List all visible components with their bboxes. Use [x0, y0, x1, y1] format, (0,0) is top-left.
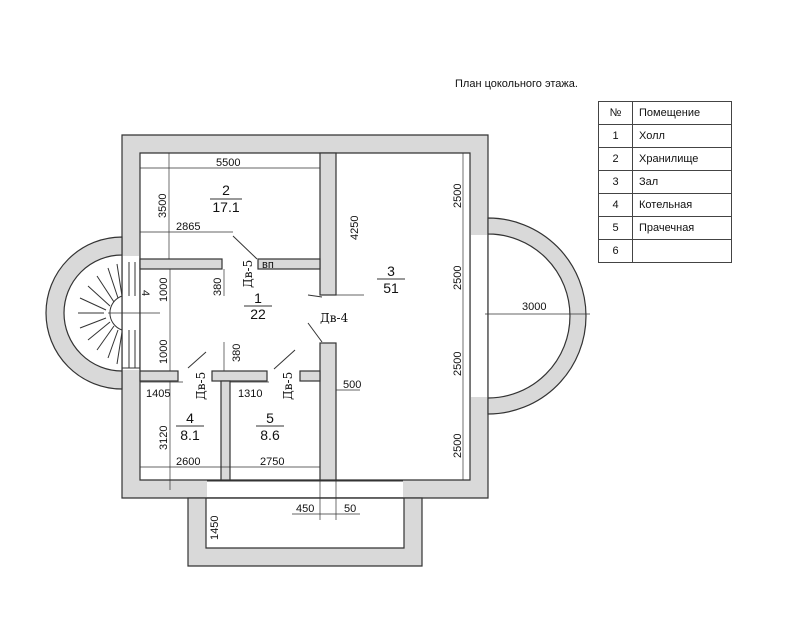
room-number: 3 [387, 263, 395, 279]
room-label-2: 2 17.1 [210, 182, 242, 215]
room-label-1: 1 22 [244, 290, 272, 322]
legend-row: 1 Холл [598, 124, 732, 148]
spiral-staircase [78, 262, 160, 369]
legend-row: 2 Хранилище [598, 147, 732, 171]
dim-2500-lower: 2500 [452, 352, 464, 376]
dim-1450: 1450 [209, 516, 221, 540]
dim-2865: 2865 [176, 221, 200, 233]
dim-5500: 5500 [216, 157, 240, 169]
dim-380-upper: 380 [212, 278, 224, 296]
dim-2500-upper: 2500 [452, 266, 464, 290]
dim-1405: 1405 [146, 388, 170, 400]
dim-4250: 4250 [349, 216, 361, 240]
plan-title: План цокольного этажа. [455, 78, 578, 90]
storage-wall-east [257, 258, 321, 270]
room-label-3: 3 51 [377, 263, 405, 296]
dimension-lines [140, 153, 590, 548]
dim-1310: 1310 [238, 388, 262, 400]
dim-2500-top: 2500 [452, 184, 464, 208]
interior-walls [139, 152, 337, 481]
dim-380-lower: 380 [231, 344, 243, 362]
dim-2750: 2750 [260, 456, 284, 468]
room-area: 8.1 [180, 427, 200, 443]
east-opening [471, 235, 487, 397]
room-area: 22 [250, 306, 266, 322]
door-label-dv4: Дв-4 [320, 311, 349, 325]
south-opening [207, 481, 403, 497]
door-swing-lines [187, 235, 323, 370]
legend-room-name: Холл [632, 124, 732, 148]
legend-row: 4 Котельная [598, 193, 732, 217]
laundry-wall-east [299, 370, 321, 382]
legend-room-name: Хранилище [632, 147, 732, 171]
legend-number: 5 [598, 216, 633, 240]
room-number: 2 [222, 182, 230, 198]
door-label-dv5-storage: Дв-5 [241, 260, 255, 288]
room-area: 51 [383, 280, 399, 296]
door-label-dv5-boiler: Дв-5 [194, 372, 208, 400]
dim-1000-upper: 1000 [158, 278, 170, 302]
hall-east-wall-upper [319, 152, 337, 296]
boiler-wall-west [139, 370, 179, 382]
room-area: 17.1 [212, 199, 239, 215]
room-area: 8.6 [260, 427, 280, 443]
dim-3500: 3500 [157, 194, 169, 218]
dim-3000: 3000 [522, 301, 546, 313]
room-number: 5 [266, 410, 274, 426]
room-number: 1 [254, 290, 262, 306]
door-label-dv5-laundry: Дв-5 [281, 372, 295, 400]
dim-500: 500 [343, 379, 361, 391]
room-legend-table: № Помещение 1 Холл 2 Хранилище 3 Зал 4 К… [598, 101, 732, 263]
partition-wall [220, 380, 231, 481]
stair-label: 4 [139, 290, 151, 296]
legend-header-row: № Помещение [598, 101, 732, 125]
legend-row: 6 [598, 239, 732, 263]
dim-2500-bottom: 2500 [452, 434, 464, 458]
dim-1000-lower: 1000 [158, 340, 170, 364]
dim-2600: 2600 [176, 456, 200, 468]
room-label-4: 4 8.1 [176, 410, 204, 443]
dim-450: 450 [296, 503, 314, 515]
laundry-wall-north [211, 370, 268, 382]
dim-3120: 3120 [158, 426, 170, 450]
legend-room-name [632, 239, 732, 263]
legend-header-room: Помещение [632, 101, 732, 125]
room-label-5: 5 8.6 [256, 410, 284, 443]
vent-label: вп [262, 259, 274, 271]
room-number: 4 [186, 410, 194, 426]
legend-number: 3 [598, 170, 633, 194]
legend-number: 2 [598, 147, 633, 171]
hall-east-wall-lower [319, 342, 337, 481]
dim-50: 50 [344, 503, 356, 515]
storage-wall-west [139, 258, 223, 270]
exterior-walls [45, 134, 587, 567]
legend-room-name: Котельная [632, 193, 732, 217]
